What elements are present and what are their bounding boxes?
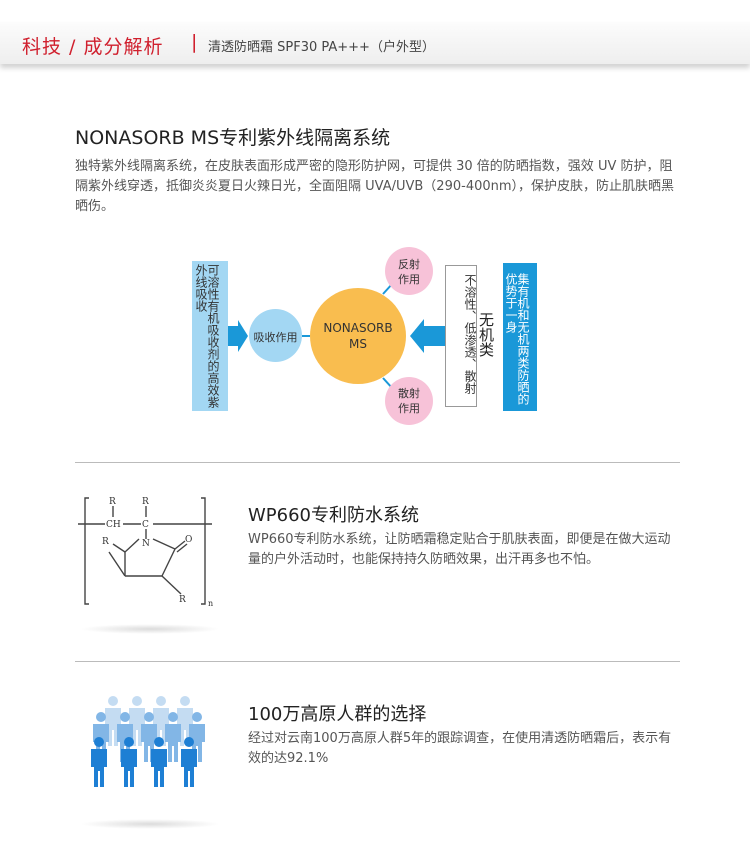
left-box-organic: 可溶性有机吸收剂的高效紫外线吸收	[192, 261, 228, 411]
header-bar: 科技 / 成分解析 | 清透防晒霜 SPF30 PA+++（户外型）	[0, 22, 750, 64]
insoluble-text: 不溶性、低渗透、散射	[463, 274, 477, 394]
reflect-label: 反射作用	[385, 257, 433, 287]
scatter-label: 散射作用	[385, 386, 433, 416]
header-separator: |	[191, 31, 198, 53]
center-label-text: NONASORB MS	[323, 321, 393, 351]
header-title: 科技 / 成分解析	[22, 36, 164, 58]
right-box-combined: 集有机和无机两类防晒的优势于一身	[503, 263, 537, 411]
absorb-circle	[249, 309, 302, 362]
center-circle	[310, 288, 406, 384]
arrow-right-icon	[228, 320, 248, 352]
right-box-text: 集有机和无机两类防晒的优势于一身	[504, 273, 530, 405]
scatter-circle	[385, 377, 433, 425]
formula-r: R	[142, 497, 149, 507]
section2-body: WP660专利防水系统，让防晒霜稳定贴合于肌肤表面，即便是在做大运动量的户外活动…	[248, 532, 671, 567]
reflect-label-text: 反射作用	[398, 258, 420, 286]
formula-ch: CH	[106, 520, 121, 530]
arrow-left-icon	[410, 319, 445, 353]
bracket-left	[84, 497, 89, 605]
section1-body: 独特紫外线隔离系统，在皮肤表面形成严密的隐形防护网，可提供 30 倍的防晒指数，…	[75, 159, 675, 214]
inorganic-label: 无机类	[477, 312, 495, 357]
divider	[75, 462, 680, 463]
reflect-circle	[385, 247, 433, 295]
insoluble-box: 不溶性、低渗透、散射	[445, 265, 477, 407]
section3-title: 100万高原人群的选择	[248, 704, 427, 725]
formula-subscript: n	[208, 599, 213, 608]
polymer-structure-image: R R CH C N O R R n	[78, 497, 213, 608]
section3-body: 经过对云南100万高原人群5年的跟踪调查，在使用清透防晒霜后，表示有效的达92.…	[248, 731, 672, 766]
section1-title: NONASORB MS专利紫外线隔离系统	[75, 127, 391, 149]
section2-title: WP660专利防水系统	[248, 505, 420, 526]
formula-c: C	[142, 520, 149, 530]
absorb-label: 吸收作用	[253, 331, 298, 344]
center-label: NONASORB MS	[310, 320, 406, 352]
image-shadow	[80, 624, 220, 634]
crowd-people-icon	[91, 696, 205, 787]
divider	[75, 661, 680, 662]
bracket-right	[201, 497, 206, 605]
formula-r: R	[102, 537, 109, 547]
formula-r: R	[179, 595, 186, 605]
left-box-text: 可溶性有机吸收剂的高效紫外线吸收	[194, 264, 220, 408]
scatter-label-text: 散射作用	[398, 387, 420, 415]
header-subtitle: 清透防晒霜 SPF30 PA+++（户外型）	[208, 40, 435, 55]
formula-o: O	[185, 535, 192, 545]
image-shadow	[80, 819, 220, 829]
formula-n: N	[142, 539, 150, 549]
formula-r: R	[109, 497, 116, 507]
inorganic-label-text: 无机类	[477, 312, 495, 357]
